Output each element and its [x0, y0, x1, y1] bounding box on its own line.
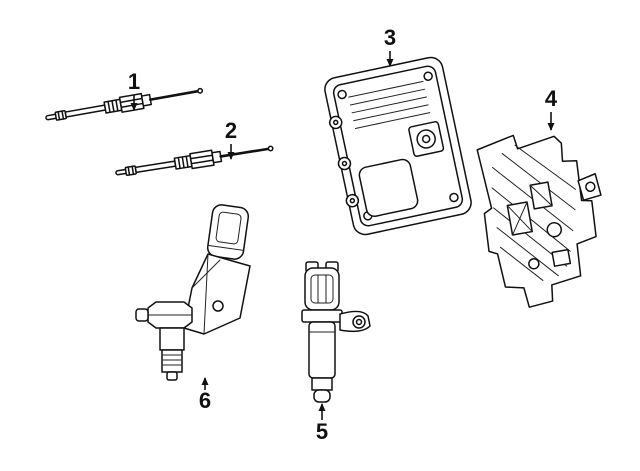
callout-label-6[interactable]: 6	[198, 388, 212, 413]
sensor-mounting-ear	[339, 310, 371, 333]
module-mounting-ears	[328, 115, 360, 208]
sensor-barrel	[159, 327, 185, 351]
sensor-barrel	[308, 321, 336, 379]
part-4-bracket-drawing[interactable]	[470, 122, 618, 312]
module-label-plate	[358, 158, 419, 218]
part-5-crank-sensor-drawing[interactable]	[301, 261, 371, 403]
bracket-rib-hatching	[491, 144, 577, 281]
sensor-hex-body	[135, 301, 193, 329]
module-screw-hole	[449, 192, 459, 203]
sensor-tip	[313, 389, 331, 403]
bracket-hole	[528, 258, 540, 270]
bracket-bolt-hole	[212, 300, 224, 312]
sensor-thread	[161, 349, 183, 373]
module-vent-slots	[348, 80, 431, 129]
part-3-control-module-drawing[interactable]	[321, 55, 474, 237]
sensor-step	[311, 377, 333, 391]
callout-arrows	[130, 51, 555, 420]
callout-label-1[interactable]: 1	[127, 69, 141, 94]
sensor-connector	[206, 204, 250, 260]
part-2-glow-plug-drawing[interactable]	[113, 139, 276, 182]
sensor-tip	[166, 371, 178, 381]
bracket-foot	[551, 248, 572, 267]
callout-label-3[interactable]: 3	[383, 25, 397, 50]
bracket-ear	[577, 173, 602, 201]
sensor-connector	[304, 267, 340, 311]
callout-label-4[interactable]: 4	[544, 86, 558, 111]
sensor-collar	[301, 309, 343, 323]
callout-label-5[interactable]: 5	[315, 419, 329, 444]
part-6-cam-sensor-drawing[interactable]	[135, 204, 251, 381]
module-screw-hole	[337, 89, 347, 100]
module-connector-boss	[408, 121, 445, 157]
module-screw-hole	[423, 71, 433, 81]
part-1-glow-plug-drawing[interactable]	[43, 81, 205, 127]
bracket-hole	[546, 221, 562, 238]
sensor-bracket-plate	[183, 253, 251, 335]
callout-label-2[interactable]: 2	[224, 118, 238, 143]
